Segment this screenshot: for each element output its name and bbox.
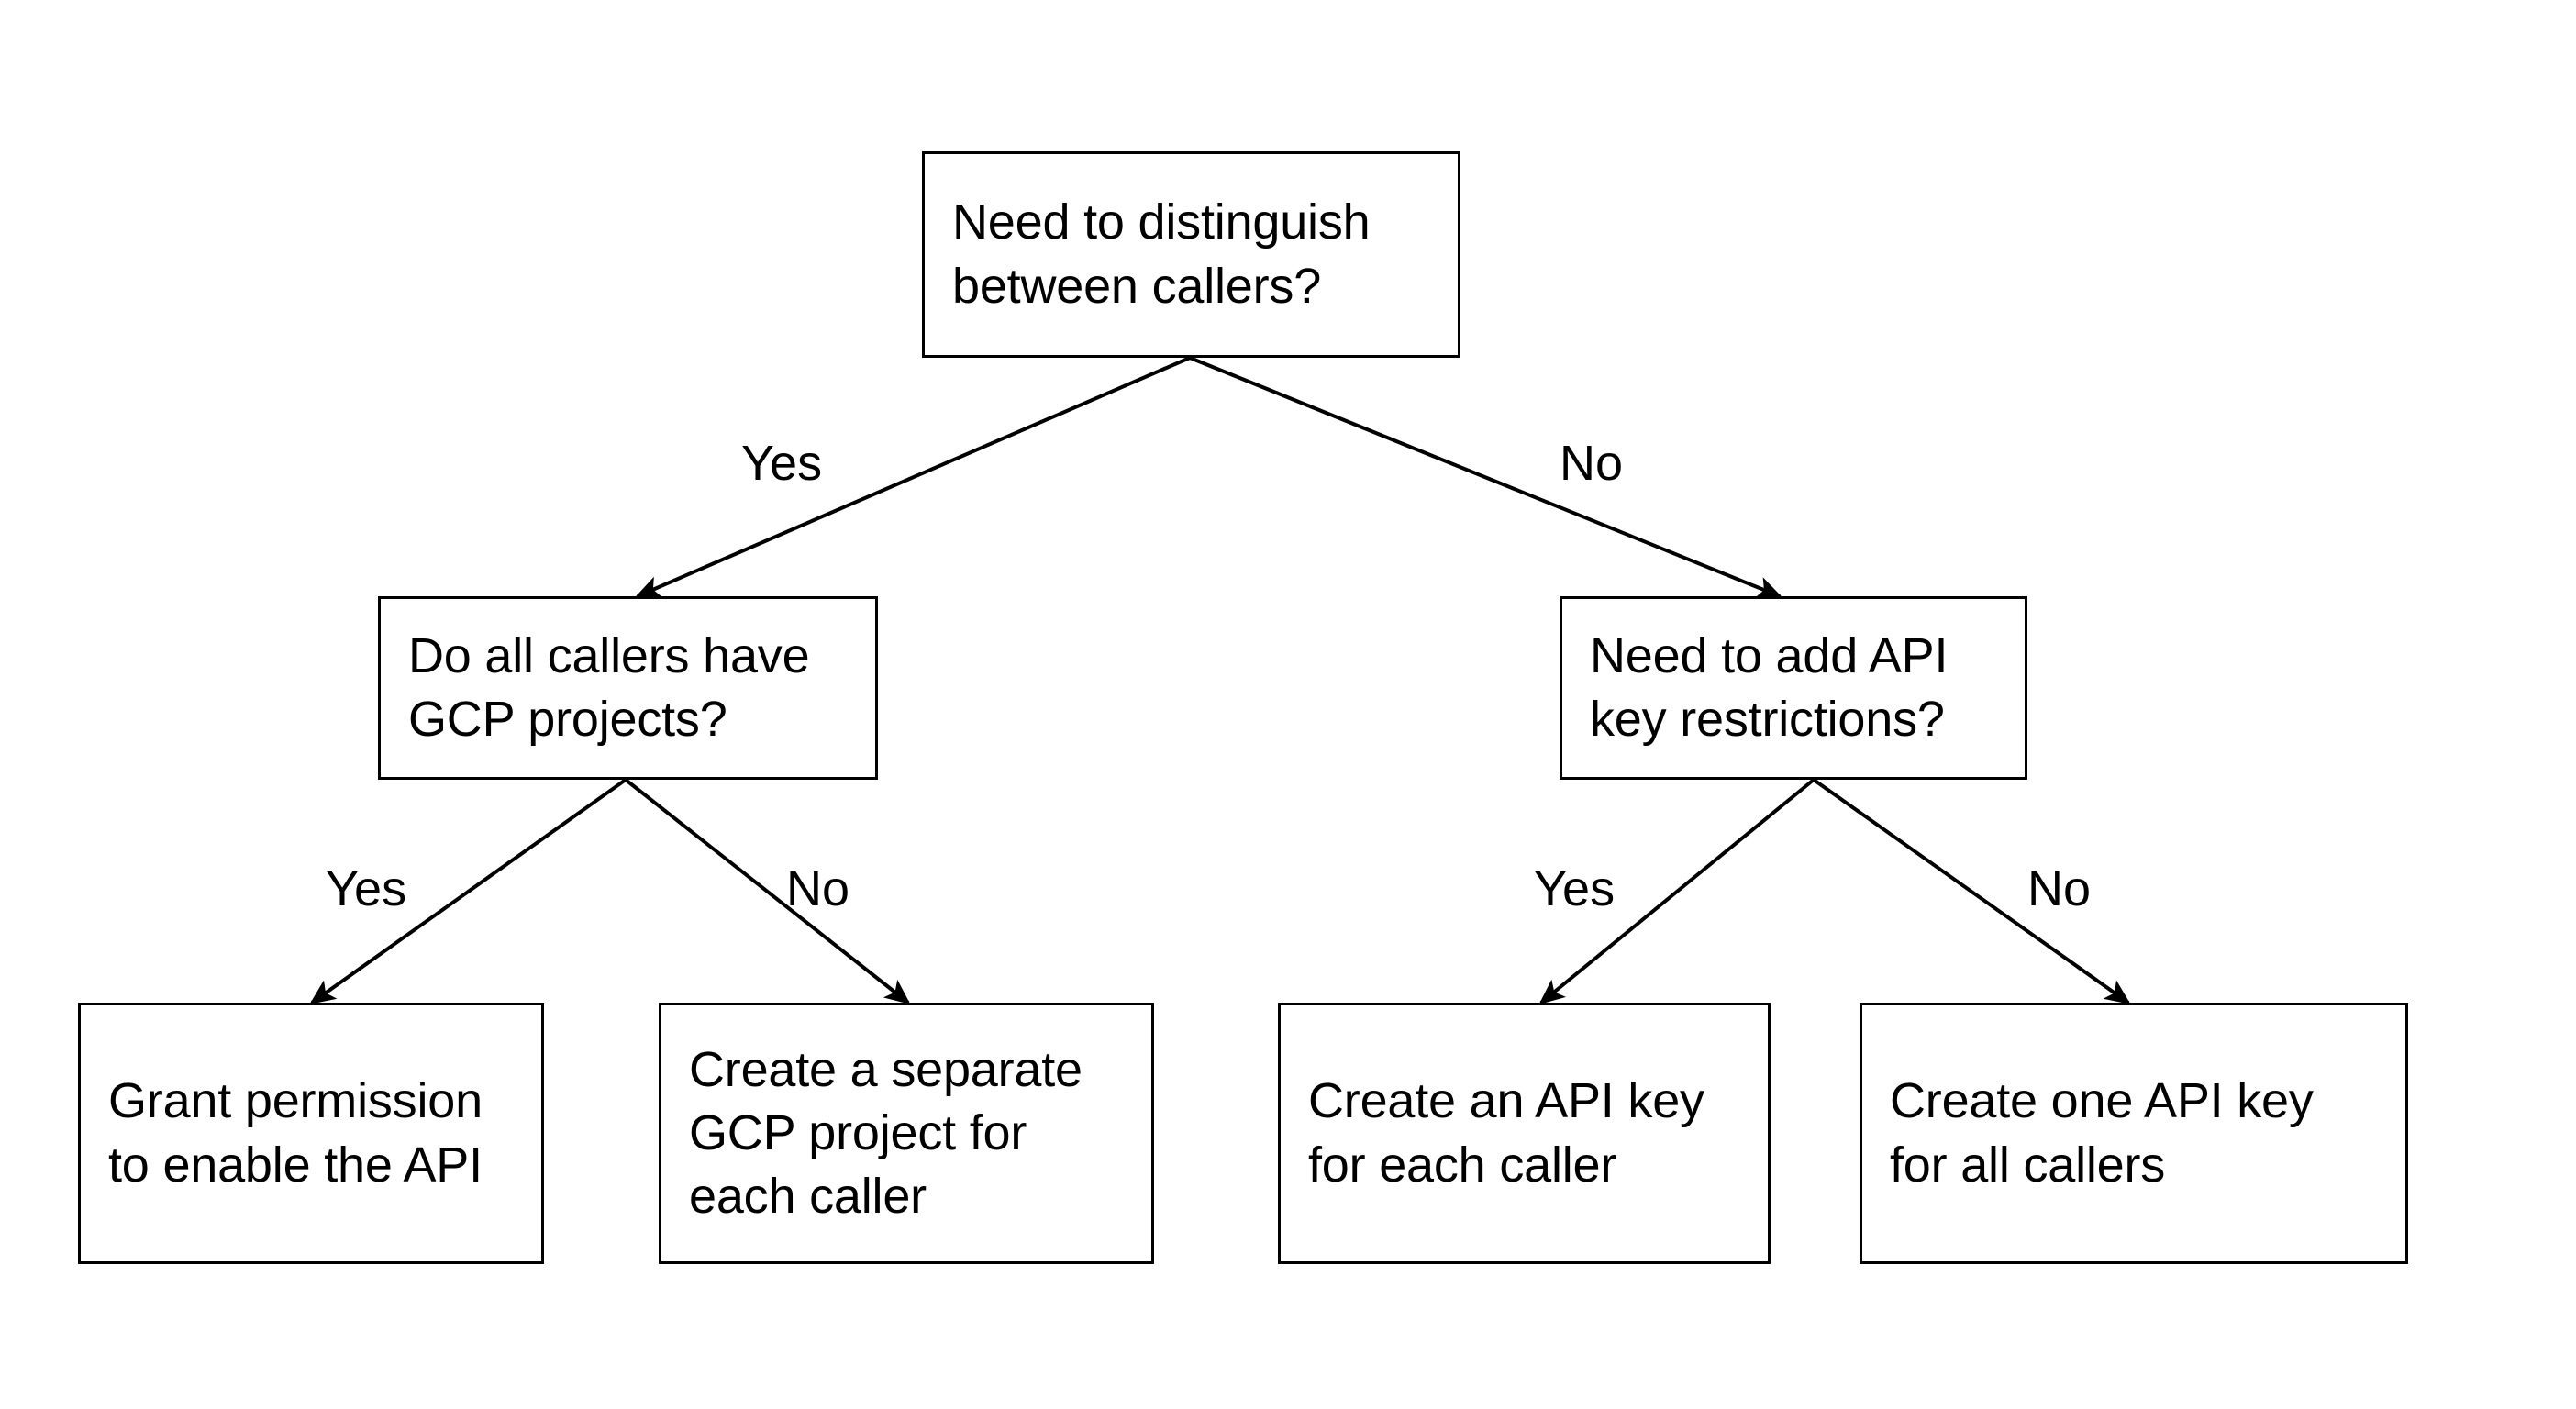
node-root[interactable]: Need to distinguish between callers?	[922, 151, 1460, 358]
edge-root-no	[1189, 356, 1782, 599]
node-leaf-3[interactable]: Create an API key for each caller	[1278, 1003, 1771, 1264]
edge-label-left-yes: Yes	[326, 861, 407, 916]
node-label-left-mid: Do all callers have GCP projects?	[408, 627, 810, 747]
node-label-leaf-3: Create an API key for each caller	[1308, 1073, 1704, 1193]
node-label-leaf-1: Grant permission to enable the API	[108, 1073, 483, 1193]
node-right-mid[interactable]: Need to add API key restrictions?	[1560, 596, 2027, 780]
node-label-right-mid: Need to add API key restrictions?	[1590, 627, 1949, 747]
node-label-leaf-4: Create one API key for all callers	[1890, 1073, 2314, 1193]
edge-label-right-no: No	[2027, 861, 2092, 916]
node-left-mid[interactable]: Do all callers have GCP projects?	[378, 596, 878, 780]
node-leaf-1[interactable]: Grant permission to enable the API	[78, 1003, 544, 1264]
edge-label-left-no: No	[786, 861, 850, 916]
node-label-root: Need to distinguish between callers?	[952, 194, 1371, 314]
edge-label-right-yes: Yes	[1534, 861, 1616, 916]
edge-label-root-yes: Yes	[741, 436, 823, 491]
node-leaf-2[interactable]: Create a separate GCP project for each c…	[659, 1003, 1154, 1264]
edge-left-no	[624, 778, 911, 1004]
node-label-leaf-2: Create a separate GCP project for each c…	[689, 1041, 1083, 1225]
edge-root-yes	[635, 356, 1191, 598]
edge-label-root-no: No	[1560, 436, 1624, 491]
node-leaf-4[interactable]: Create one API key for all callers	[1860, 1003, 2408, 1264]
